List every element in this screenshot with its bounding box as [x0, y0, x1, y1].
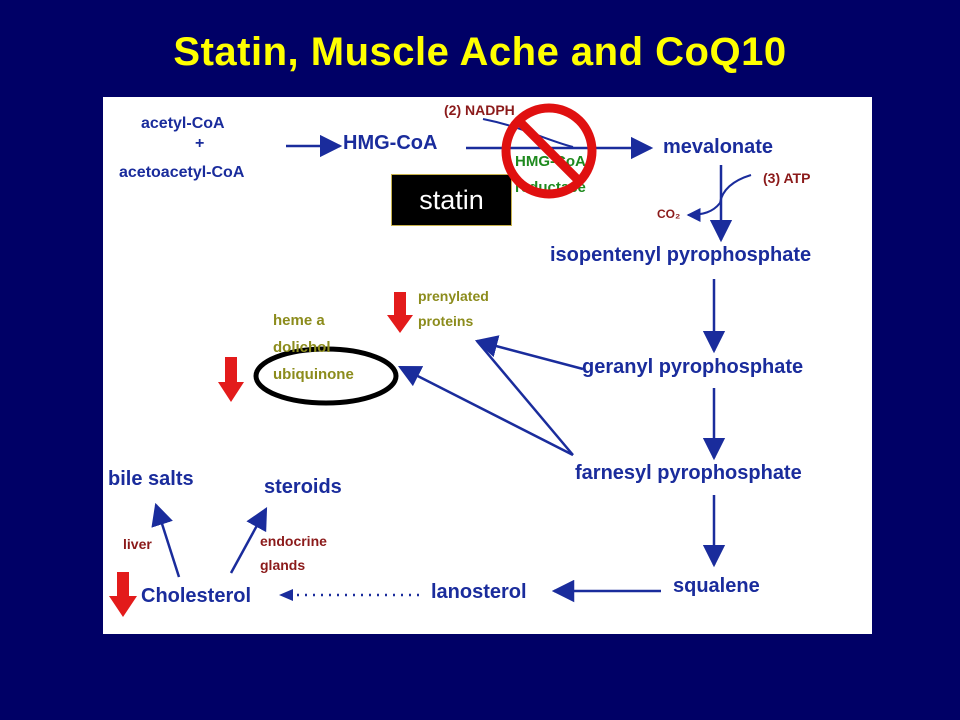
farnesyl-label: farnesyl pyrophosphate [575, 462, 802, 484]
enzyme-label-2: reductase [515, 179, 586, 196]
acetoacetyl-coa-label: acetoacetyl-CoA [119, 164, 245, 181]
steroids-label: steroids [264, 476, 342, 498]
co2-label: CO₂ [657, 207, 681, 221]
endocrine-label-2: glands [260, 557, 306, 573]
arrow-to-steroids [229, 507, 268, 574]
cholesterol-label: Cholesterol [141, 585, 252, 607]
prenylated-label-2: proteins [418, 313, 474, 329]
lanosterol-label: lanosterol [431, 581, 527, 603]
squalene-label: squalene [673, 575, 760, 597]
bile-salts-label: bile salts [108, 468, 194, 490]
atp-co2-curve [686, 174, 752, 222]
isopentenyl-label: isopentenyl pyrophosphate [550, 244, 812, 266]
nadph-curve [482, 118, 574, 148]
slide-title: Statin, Muscle Ache and CoQ10 [173, 30, 787, 74]
heme-a-label: heme a [273, 312, 325, 329]
dolichol-label: dolichol [273, 339, 331, 356]
plus-label: + [195, 135, 205, 152]
acetyl-coa-label: acetyl-CoA [141, 115, 225, 132]
statin-label: statin [391, 174, 512, 226]
prenylated-label-1: prenylated [418, 288, 489, 304]
arrow-farnesyl-to-ubiquinone [397, 365, 574, 457]
mevalonate-label: mevalonate [663, 136, 774, 158]
geranyl-label: geranyl pyrophosphate [582, 356, 804, 378]
pathway-panel: acetyl-CoA + acetoacetyl-CoA HMG-CoA (2)… [103, 97, 872, 634]
ubiquinone-label: ubiquinone [273, 366, 354, 383]
ubiquinone-highlight-ellipse [253, 346, 399, 406]
atp-label: (3) ATP [763, 170, 811, 186]
liver-label: liver [123, 536, 152, 552]
arrow-farnesyl-to-proteins [476, 340, 574, 456]
hmg-coa-label: HMG-CoA [343, 132, 438, 154]
endocrine-label-1: endocrine [260, 533, 327, 549]
enzyme-label-1: HMG-CoA [515, 153, 586, 170]
nadph-label: (2) NADPH [444, 102, 515, 118]
pathway-arrows [151, 118, 752, 603]
arrow-to-bile-salts [151, 502, 181, 578]
arrow-geranyl-to-proteins [474, 335, 584, 371]
arrowhead-cholesterol [279, 589, 293, 601]
